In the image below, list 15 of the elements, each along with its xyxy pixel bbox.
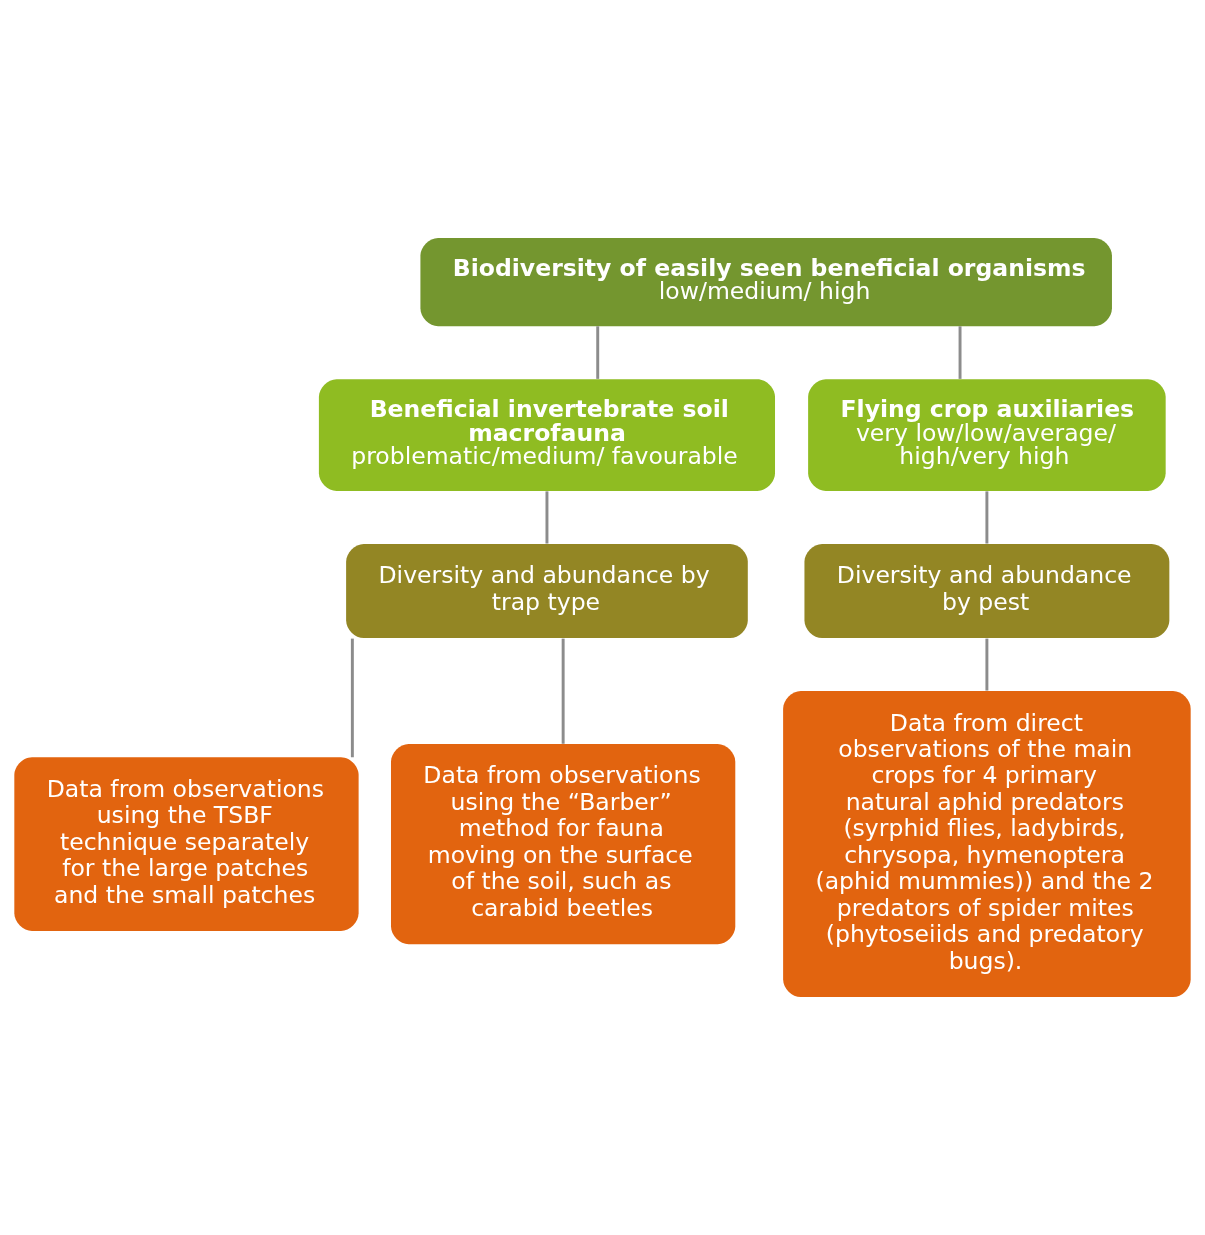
connector bbox=[545, 491, 549, 544]
connector bbox=[350, 638, 354, 758]
node-box: Biodiversity of easily seen beneficial organisms low/medium/ high bbox=[420, 237, 1112, 327]
node-box: Beneficial invertebrate soil macrofauna problematic/medium/ favourable bbox=[318, 379, 775, 491]
node-box: Diversity and abundance by pest bbox=[804, 543, 1170, 639]
connector bbox=[985, 638, 989, 691]
node-box: Diversity and abundance by trap type bbox=[346, 543, 748, 639]
connector bbox=[596, 326, 600, 379]
node-box: Data from observations using the “Barber” method for fauna moving on the surface of the soil, such as carabid beetles bbox=[391, 744, 736, 945]
connector bbox=[561, 638, 565, 744]
connector bbox=[985, 491, 989, 544]
node-box: Data from direct observations of the main crops for 4 primary natural aphid predators (syrphid flies, ladybirds, chrysopa, hymenoptera (aphid mummies)) and the 2 predators of spider mites (phytoseiids and predatory bugs). bbox=[783, 691, 1191, 998]
node-box: Data from observations using the TSBF technique separately for the large patches and the small patches bbox=[14, 757, 359, 931]
connector bbox=[958, 326, 962, 379]
node-box: Flying crop auxiliaries very low/low/average/ high/very high bbox=[808, 379, 1166, 491]
